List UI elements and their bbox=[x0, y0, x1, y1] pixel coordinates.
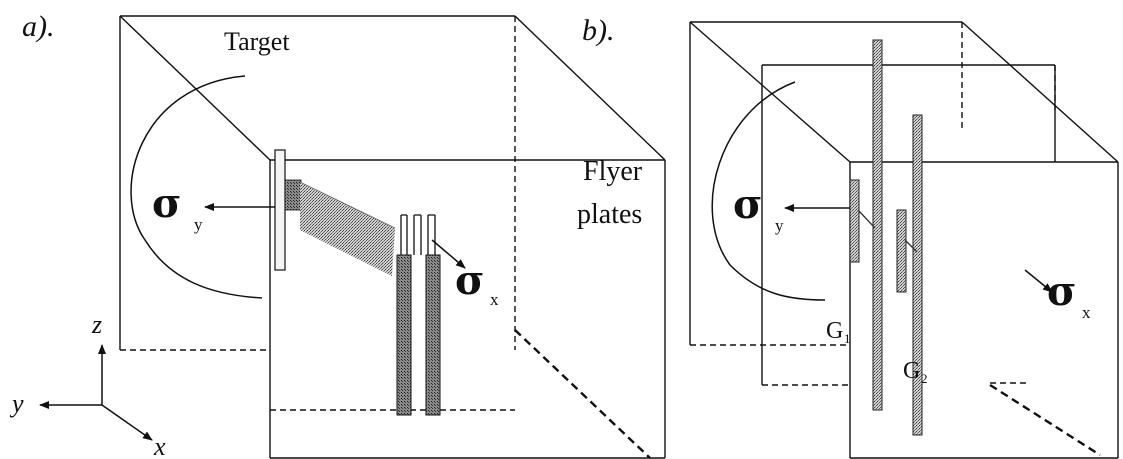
sigma-x-symbol-a: σ bbox=[455, 257, 485, 304]
sigma-y-symbol-a: σ bbox=[152, 180, 182, 227]
gauge-1-letter: G bbox=[826, 318, 843, 344]
coordinate-axes: z y x bbox=[9, 310, 166, 459]
flyer-plates-a bbox=[396, 214, 441, 416]
target-outline bbox=[130, 75, 263, 299]
sigma-y-symbol-b: σ bbox=[733, 181, 763, 228]
flyer-plates-b bbox=[849, 39, 923, 436]
gauge-2-subscript: 2 bbox=[921, 371, 928, 386]
panel-a-box bbox=[119, 15, 666, 459]
panel-b-label: b). bbox=[582, 14, 615, 47]
sigma-x-arrow-b bbox=[1024, 269, 1053, 293]
flyer-label-line1: Flyer bbox=[583, 156, 643, 187]
sigma-x-subscript-a: x bbox=[490, 290, 499, 309]
gauge-2-letter: G bbox=[903, 358, 920, 384]
target-plate bbox=[274, 149, 396, 276]
sigma-x-arrow-a bbox=[431, 239, 466, 269]
x-axis bbox=[101, 404, 153, 441]
target-outline-b bbox=[711, 81, 826, 301]
gauge-1-subscript: 1 bbox=[844, 331, 851, 346]
x-axis-label: x bbox=[153, 432, 166, 459]
sigma-y-subscript-a: y bbox=[194, 215, 203, 234]
target-label: Target bbox=[224, 27, 290, 56]
panel-a: a). Target σ bbox=[9, 10, 666, 459]
z-axis-label: z bbox=[91, 310, 102, 339]
panel-b: b). bbox=[582, 14, 1119, 459]
flyer-label-line2: plates bbox=[577, 199, 642, 230]
sigma-x-subscript-b: x bbox=[1082, 303, 1091, 322]
sigma-x-symbol-b: σ bbox=[1047, 268, 1077, 315]
panel-b-box bbox=[689, 21, 1119, 459]
sigma-y-subscript-b: y bbox=[775, 216, 784, 235]
panel-a-label: a). bbox=[22, 10, 55, 43]
y-axis-label: y bbox=[9, 389, 24, 418]
